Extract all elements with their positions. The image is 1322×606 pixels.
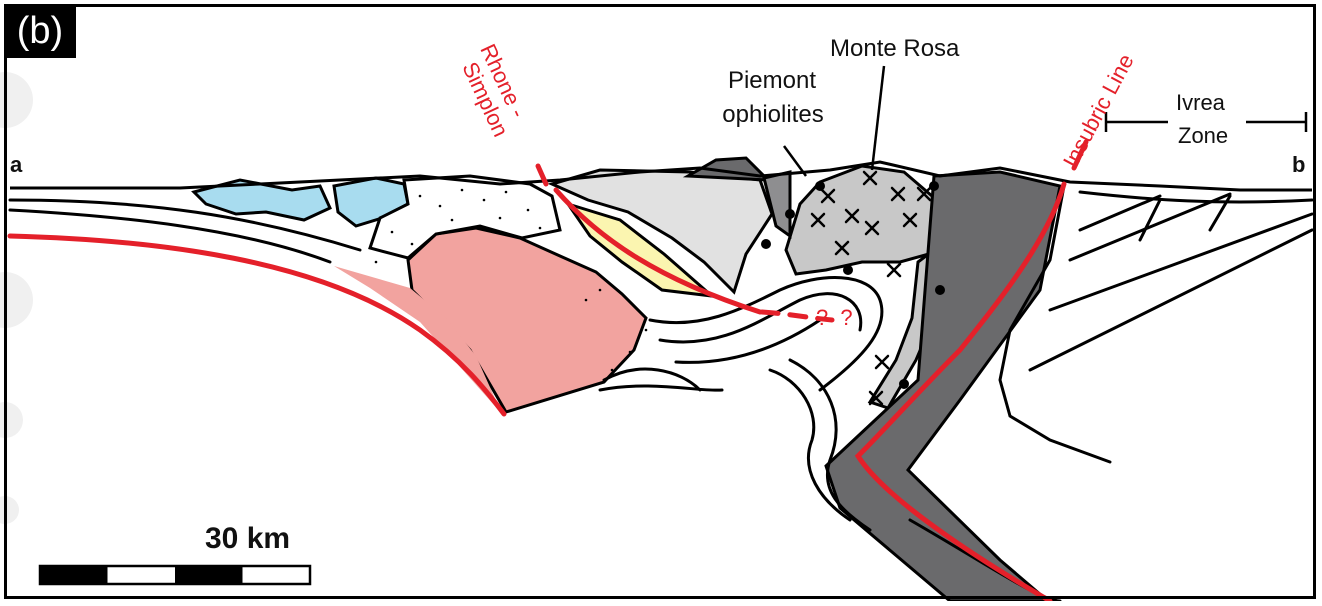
section-end-a: a bbox=[10, 152, 22, 178]
panel-label: (b) bbox=[4, 4, 76, 58]
ivrea-label: Ivrea bbox=[1176, 90, 1225, 116]
section-end-b: b bbox=[1292, 152, 1305, 178]
ophiolites-label: ophiolites bbox=[708, 101, 838, 129]
zone-label: Zone bbox=[1178, 123, 1228, 149]
uncertain-marks: ? ? bbox=[816, 305, 856, 331]
piemont-label: Piemont bbox=[717, 67, 827, 95]
scale-bar-label: 30 km bbox=[205, 522, 290, 556]
monte-rosa-label: Monte Rosa bbox=[830, 35, 959, 63]
